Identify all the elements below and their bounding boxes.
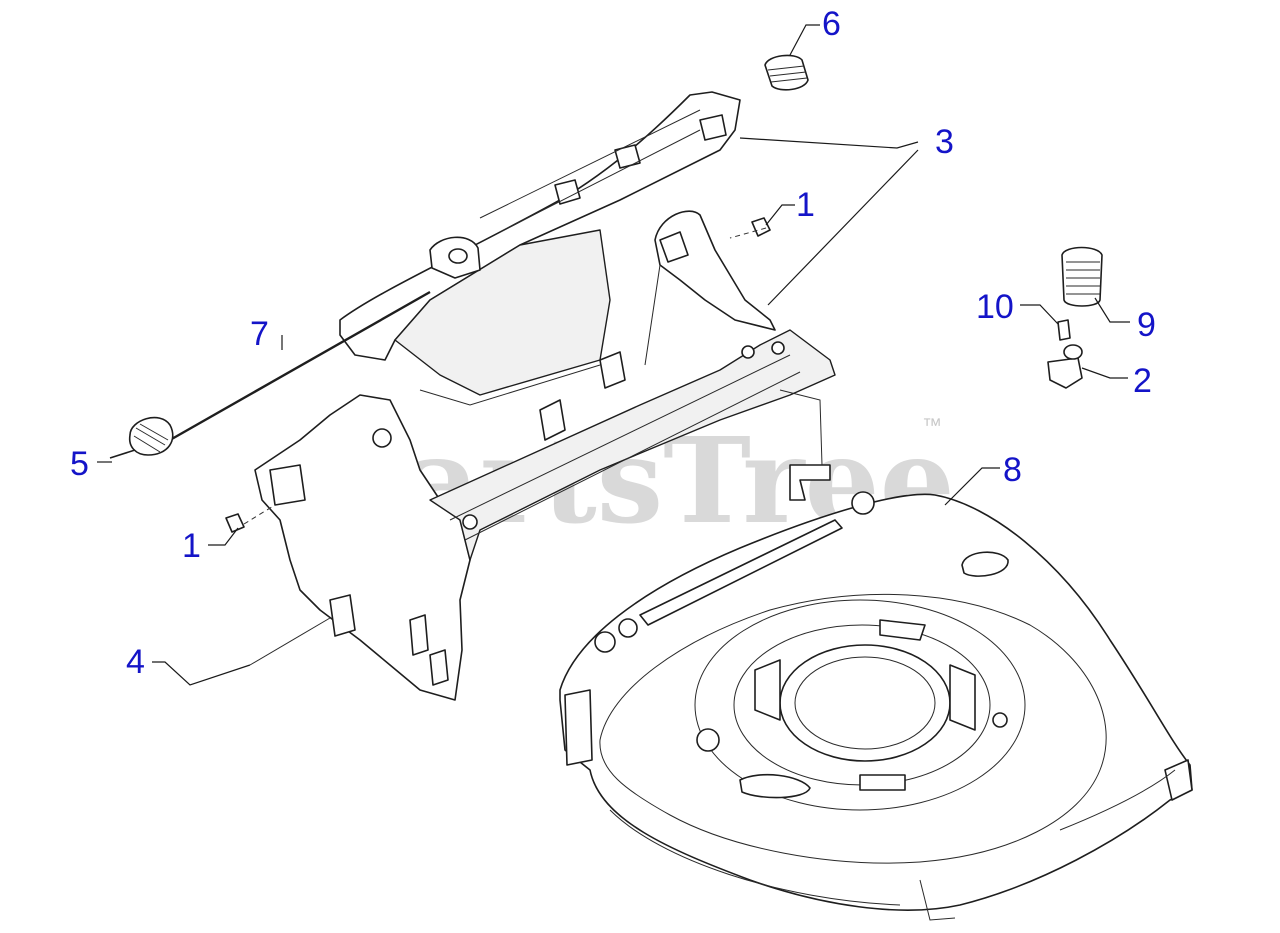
- part-2-bracket[interactable]: [1047, 344, 1083, 389]
- part-4-frame[interactable]: [254, 210, 836, 701]
- callout-9: 9: [1137, 306, 1156, 344]
- part-6-spring[interactable]: [764, 54, 809, 91]
- watermark-trademark: ™: [922, 415, 942, 437]
- part-3-guard[interactable]: [339, 91, 741, 406]
- callouts: 6 3 1 10 9 2 7 5 8 1 4: [70, 5, 1156, 681]
- callout-5: 5: [70, 445, 89, 483]
- callout-4: 4: [126, 643, 145, 681]
- callout-1-top: 1: [796, 186, 815, 224]
- callout-1-left: 1: [182, 527, 201, 565]
- part-1-nut-top[interactable]: [751, 217, 771, 237]
- callout-8: 8: [1003, 451, 1022, 489]
- part-10-screw[interactable]: [1057, 319, 1071, 341]
- part-5-spring[interactable]: [109, 416, 174, 459]
- callout-2: 2: [1133, 362, 1152, 400]
- part-8-deck[interactable]: [559, 491, 1193, 921]
- callout-7: 7: [250, 315, 269, 353]
- leader-lines: [97, 24, 1130, 686]
- part-7-rod[interactable]: [169, 290, 431, 442]
- part-9-knob[interactable]: [1061, 246, 1103, 307]
- part-1-nut-left[interactable]: [225, 513, 245, 533]
- callout-6: 6: [822, 5, 841, 43]
- callout-10: 10: [976, 288, 1014, 326]
- callout-3: 3: [935, 123, 954, 161]
